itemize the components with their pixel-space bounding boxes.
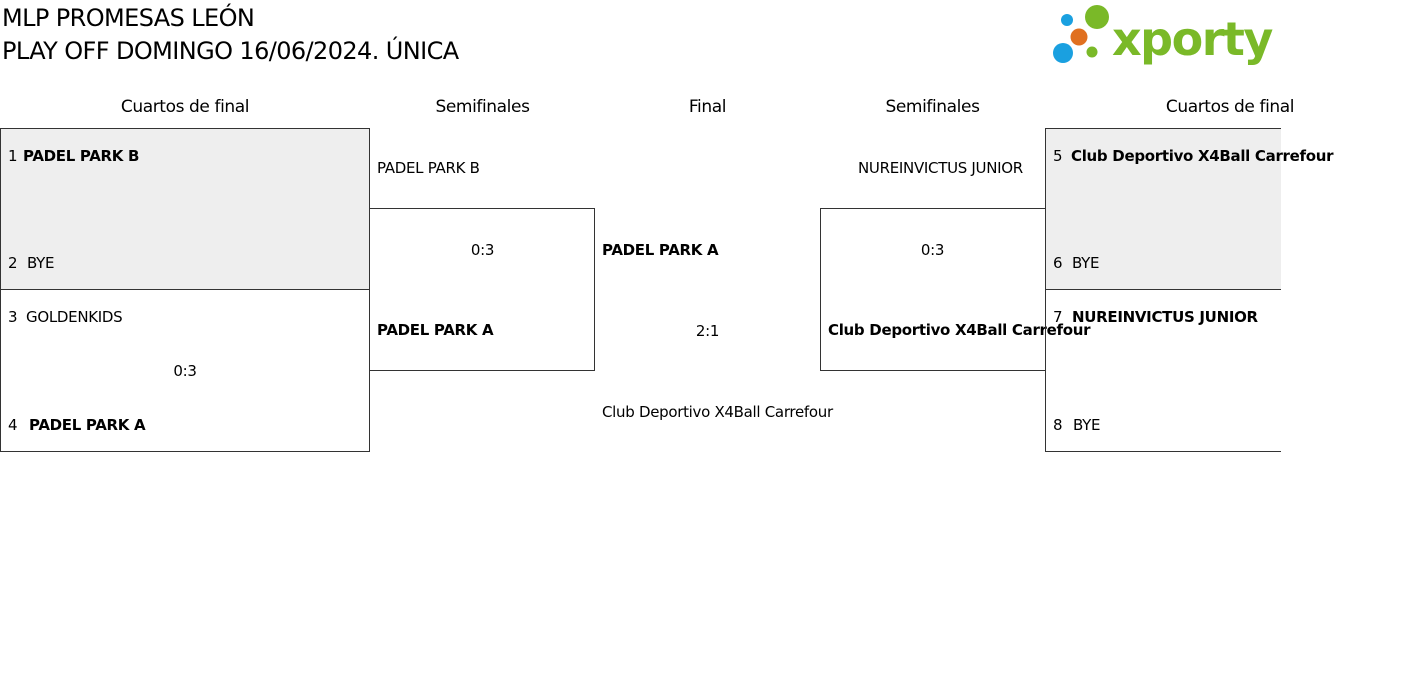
- team-name: PADEL PARK A: [377, 321, 494, 339]
- tournament-title: MLP PROMESAS LEÓN: [2, 4, 255, 32]
- seed-number: 2: [8, 254, 18, 272]
- logo-dot-green: [1085, 5, 1109, 29]
- right-sf-match: [820, 208, 1046, 371]
- logo-dot-orange: [1070, 28, 1088, 46]
- team-name: BYE: [1073, 416, 1101, 434]
- logo-dot-blue-small: [1061, 14, 1073, 26]
- team-name: GOLDENKIDS: [26, 308, 123, 326]
- match-score: 0:3: [173, 362, 197, 380]
- round-header-right-semifinals: Semifinales: [885, 97, 980, 117]
- team-name: PADEL PARK A: [602, 241, 719, 259]
- match-score: 0:3: [920, 241, 945, 259]
- right-qf-match-2: [1045, 289, 1281, 452]
- team-name: Club Deportivo X4Ball Carrefour: [828, 321, 1091, 339]
- logo-dot-green-small: [1086, 46, 1098, 58]
- team-name: Club Deportivo X4Ball Carrefour: [602, 403, 833, 421]
- left-sf-match: [369, 208, 595, 371]
- right-qf-match-1: [1045, 128, 1281, 290]
- logo-dot-blue: [1053, 43, 1073, 63]
- seed-number: 8: [1053, 416, 1063, 434]
- match-score: 2:1: [695, 322, 720, 340]
- seed-number: 3: [8, 308, 18, 326]
- seed-number: 7: [1053, 308, 1063, 326]
- xporty-logo: xporty: [1053, 5, 1275, 66]
- logo-wordmark: xporty: [1112, 12, 1273, 66]
- team-name: Club Deportivo X4Ball Carrefour: [1071, 147, 1334, 165]
- match-score: 0:3: [470, 241, 495, 259]
- left-qf-match-1: [0, 128, 370, 290]
- team-name: PADEL PARK B: [23, 147, 140, 165]
- seed-number: 5: [1053, 147, 1063, 165]
- team-name: PADEL PARK B: [377, 159, 480, 177]
- team-name: BYE: [1072, 254, 1100, 272]
- round-header-left-quarterfinals: Cuartos de final: [120, 97, 250, 117]
- round-header-right-quarterfinals: Cuartos de final: [1165, 97, 1295, 117]
- round-header-left-semifinals: Semifinales: [435, 97, 530, 117]
- seed-number: 4: [8, 416, 18, 434]
- seed-number: 6: [1053, 254, 1063, 272]
- seed-number: 1: [8, 147, 18, 165]
- team-name: PADEL PARK A: [29, 416, 146, 434]
- event-subtitle: PLAY OFF DOMINGO 16/06/2024. ÚNICA: [2, 37, 459, 65]
- team-name: NUREINVICTUS JUNIOR: [1072, 308, 1258, 326]
- team-name: NUREINVICTUS JUNIOR: [858, 159, 1023, 177]
- round-header-final: Final: [688, 97, 727, 117]
- team-name: BYE: [27, 254, 55, 272]
